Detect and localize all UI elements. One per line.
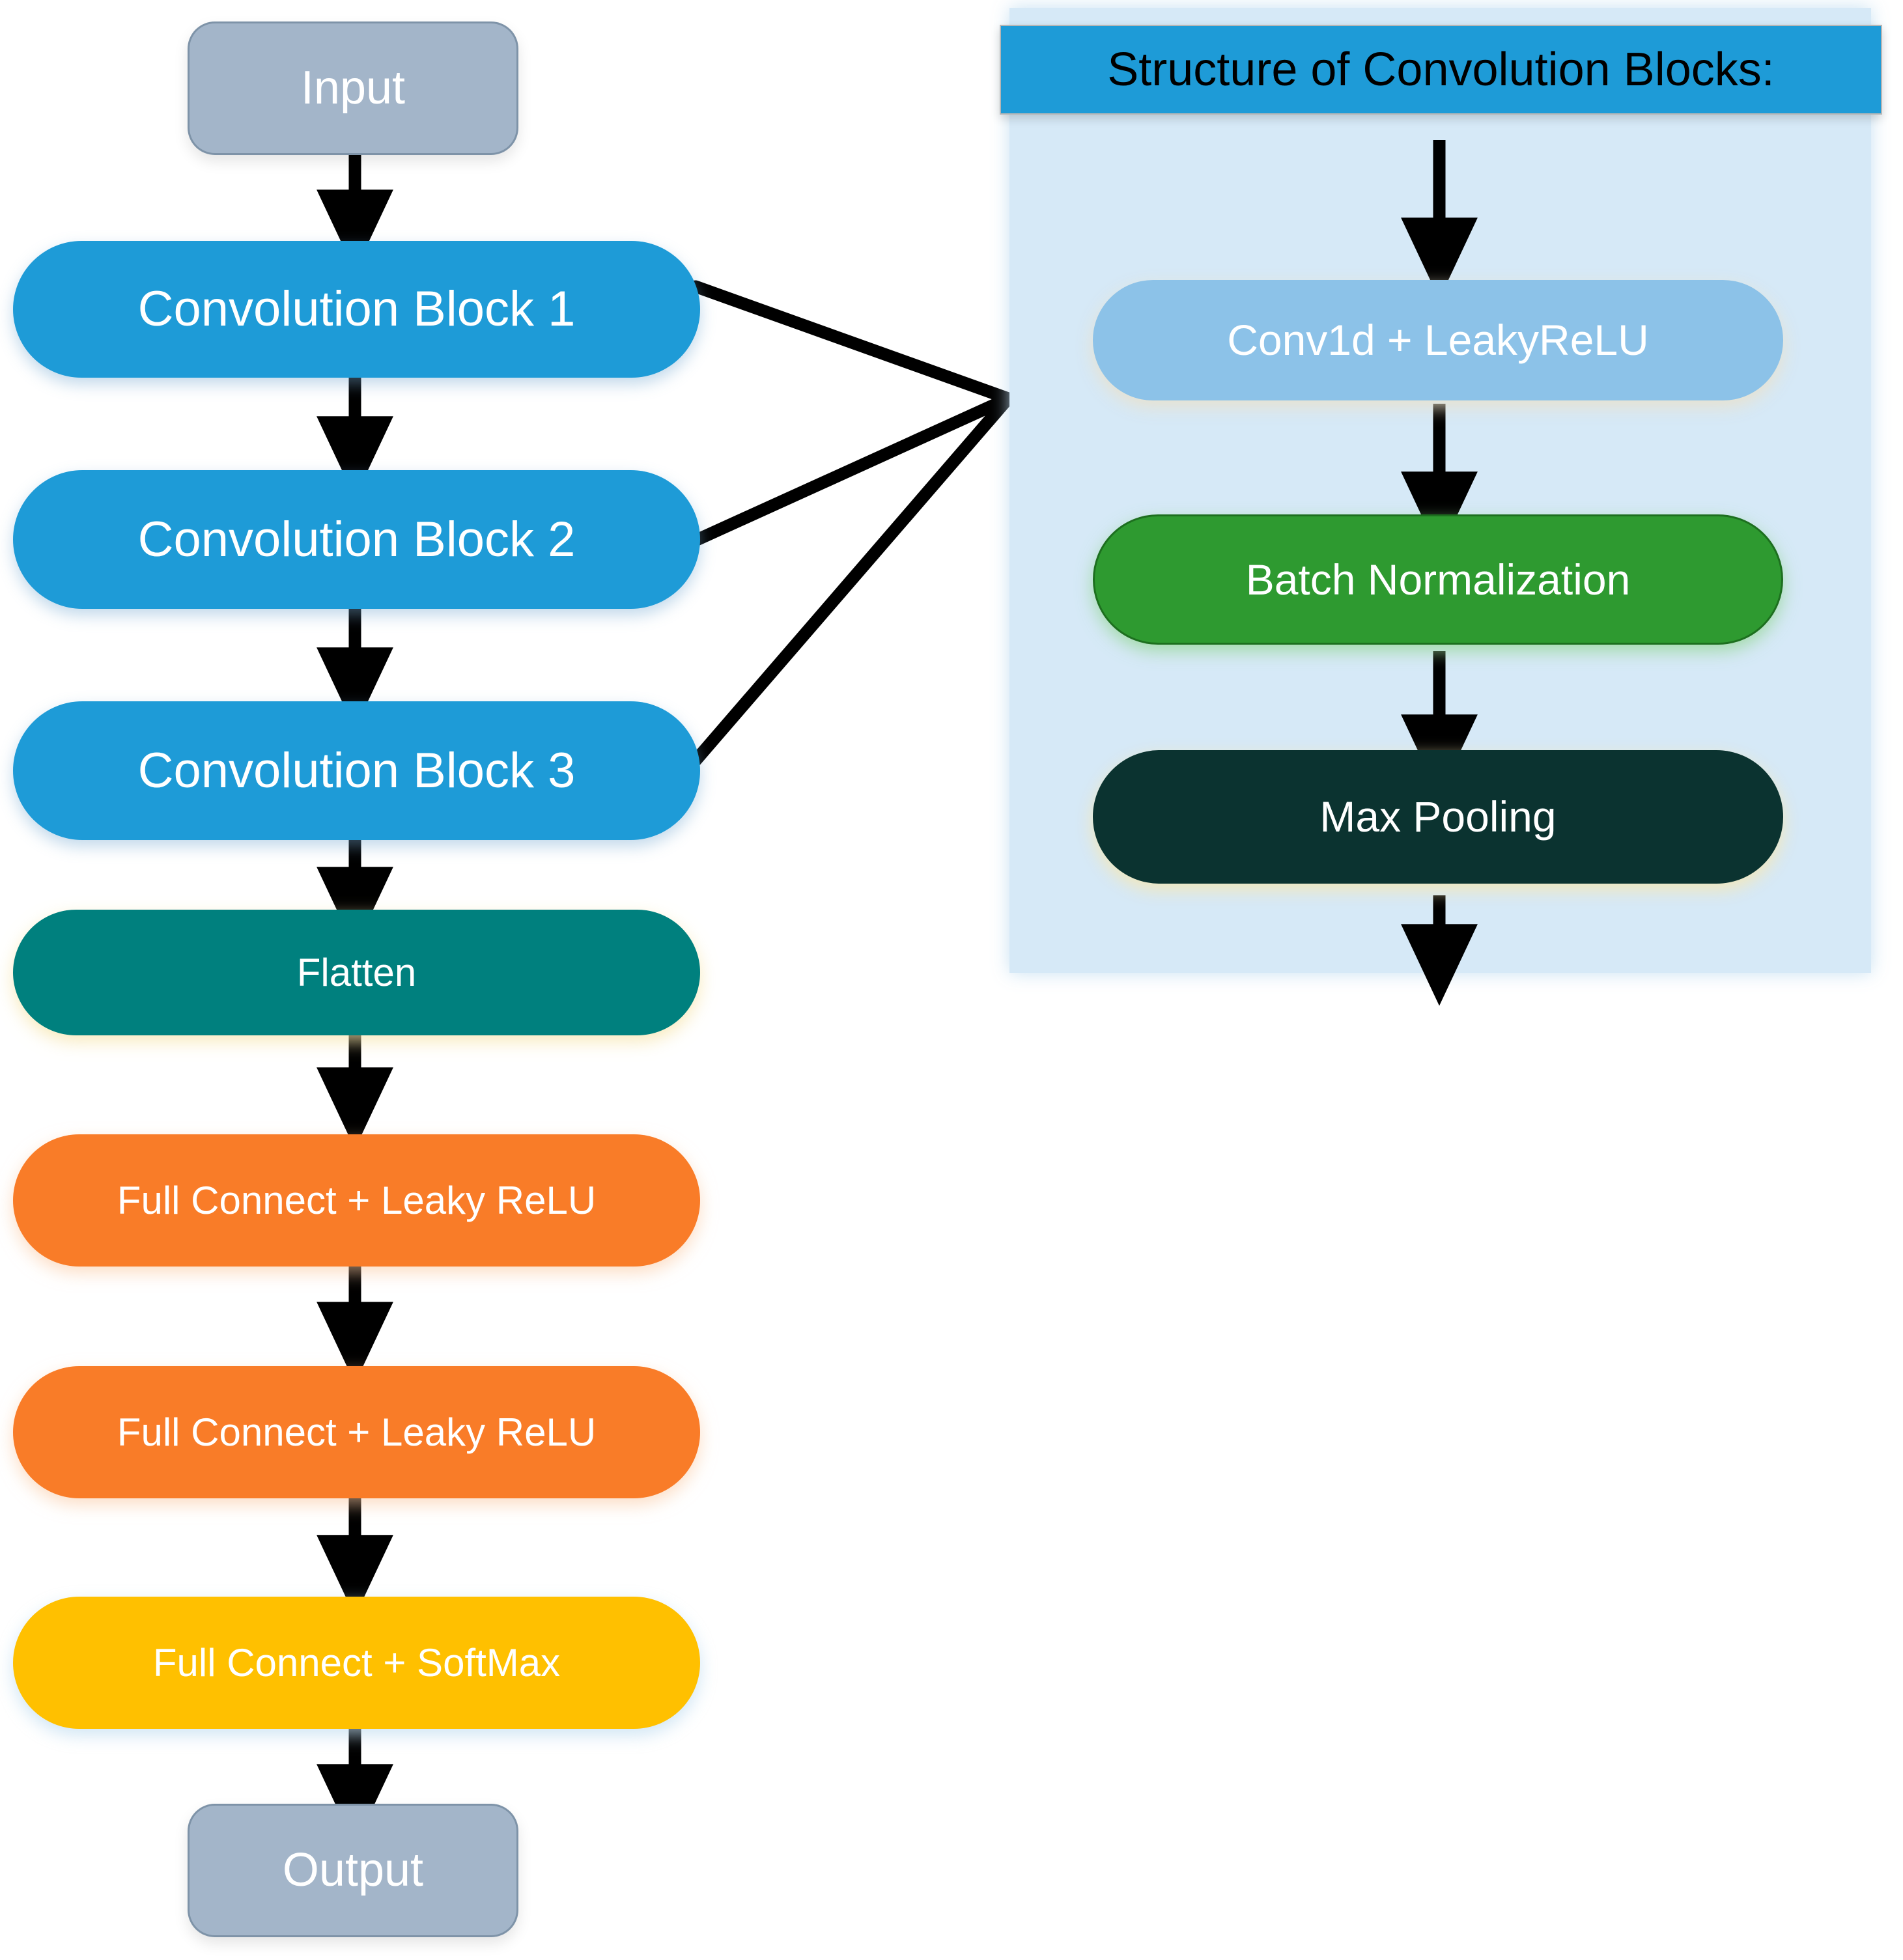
node-batch-normalization[interactable]: Batch Normalization xyxy=(1093,514,1783,645)
node-output-label: Output xyxy=(282,1843,424,1896)
panel-header-label: Structure of Convolution Blocks: xyxy=(1107,44,1775,96)
node-convolution-block-2-label: Convolution Block 2 xyxy=(137,511,576,567)
node-flatten[interactable]: Flatten xyxy=(13,910,700,1035)
callout-line-conv2 xyxy=(689,392,1015,547)
node-input[interactable]: Input xyxy=(188,21,518,155)
node-convolution-block-1[interactable]: Convolution Block 1 xyxy=(13,241,700,378)
node-fully-connected-softmax-label: Full Connect + SoftMax xyxy=(152,1640,561,1685)
node-max-pooling-label: Max Pooling xyxy=(1319,792,1557,841)
node-convolution-block-3[interactable]: Convolution Block 3 xyxy=(13,701,700,840)
node-conv1d-leakyrelu[interactable]: Conv1d + LeakyReLU xyxy=(1093,280,1783,400)
node-flatten-label: Flatten xyxy=(296,950,417,994)
node-fully-connected-leaky-relu-2[interactable]: Full Connect + Leaky ReLU xyxy=(13,1366,700,1498)
callout-line-conv3 xyxy=(689,392,1015,767)
callout-line-conv1 xyxy=(689,280,1015,405)
node-conv1d-leakyrelu-label: Conv1d + LeakyReLU xyxy=(1227,316,1649,365)
node-fully-connected-leaky-relu-1-label: Full Connect + Leaky ReLU xyxy=(117,1178,597,1222)
node-fully-connected-leaky-relu-1[interactable]: Full Connect + Leaky ReLU xyxy=(13,1134,700,1267)
node-fully-connected-softmax[interactable]: Full Connect + SoftMax xyxy=(13,1597,700,1729)
node-convolution-block-3-label: Convolution Block 3 xyxy=(137,742,576,798)
node-convolution-block-2[interactable]: Convolution Block 2 xyxy=(13,470,700,609)
node-input-label: Input xyxy=(300,61,406,114)
node-convolution-block-1-label: Convolution Block 1 xyxy=(137,281,576,337)
panel-header: Structure of Convolution Blocks: xyxy=(1000,25,1882,115)
node-fully-connected-leaky-relu-2-label: Full Connect + Leaky ReLU xyxy=(117,1410,597,1454)
node-batch-normalization-label: Batch Normalization xyxy=(1245,555,1631,604)
conv-block-callout-lines xyxy=(689,280,1015,767)
node-output[interactable]: Output xyxy=(188,1804,518,1937)
node-max-pooling[interactable]: Max Pooling xyxy=(1093,750,1783,884)
